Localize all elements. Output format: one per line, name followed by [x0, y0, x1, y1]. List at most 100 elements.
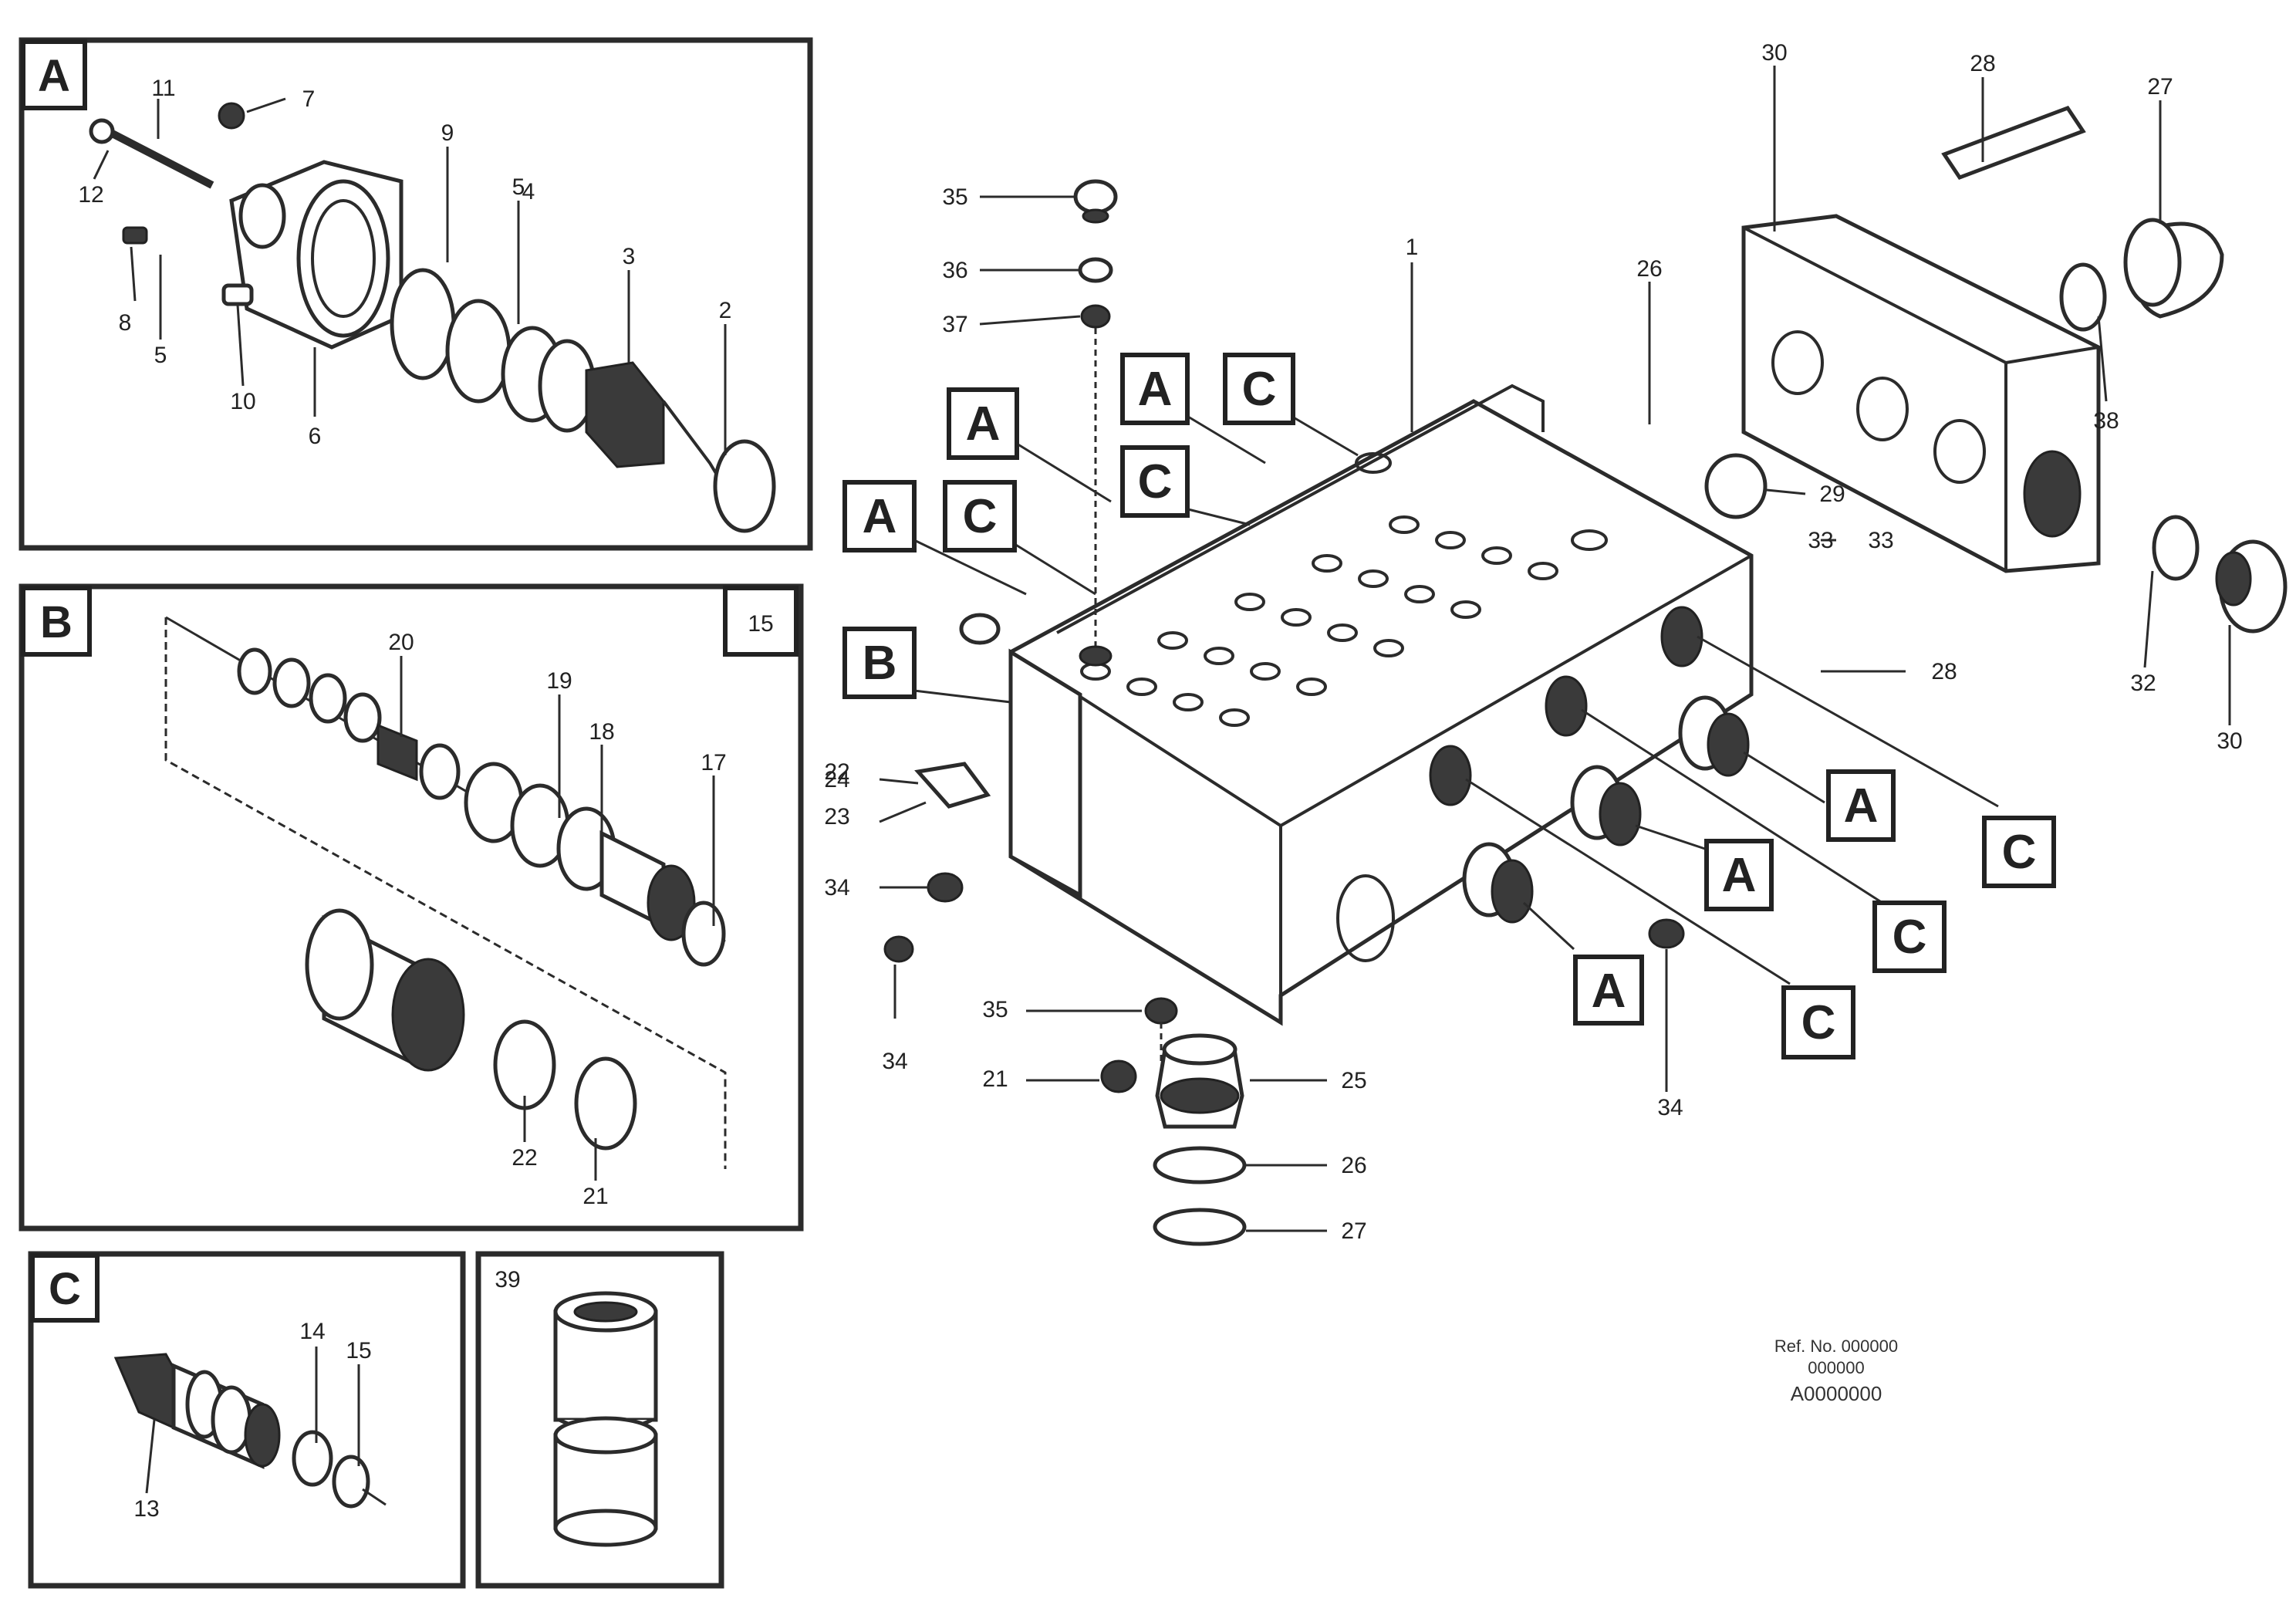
callout-label: 11	[151, 76, 175, 101]
panel-a-parts	[89, 102, 776, 533]
callout-label: 38	[2093, 408, 2119, 434]
svg-text:C: C	[963, 490, 998, 543]
svg-text:A: A	[1592, 965, 1626, 1018]
callout-label: 37	[942, 312, 967, 337]
main-tags: A A A C C	[842, 353, 2056, 1059]
callout-label: 21	[582, 1184, 608, 1209]
svg-text:A: A	[966, 397, 1001, 451]
callout-label: 9	[441, 120, 454, 146]
top-plug-stack	[1073, 179, 1118, 667]
callout-label: 34	[824, 875, 849, 901]
callout-label: 30	[1761, 40, 1787, 66]
callout-label: 33	[1808, 528, 1833, 553]
callout-label: 5	[154, 343, 167, 368]
panel-c-leaders	[145, 1347, 360, 1494]
tag-a: A	[1635, 824, 1774, 911]
panel-39-label: 39	[495, 1267, 520, 1293]
callout-label: 24	[824, 767, 849, 792]
side-ports	[1336, 606, 1750, 962]
tag-c: C	[1223, 353, 1359, 457]
callout-label: 17	[701, 750, 726, 776]
callout-label: 18	[589, 719, 614, 745]
callout-label: 6	[309, 424, 322, 449]
svg-text:C: C	[1801, 996, 1836, 1049]
svg-text:A: A	[1844, 779, 1879, 833]
panel-b-parts	[164, 616, 727, 1169]
panel-b-labels: 20 19 18 17 22 21	[388, 630, 726, 1209]
tag-c: C	[1120, 445, 1251, 526]
panel-a-leaders	[93, 97, 727, 455]
callout-label: 29	[1819, 482, 1845, 507]
tag-c: C	[943, 480, 1096, 596]
callout-label: 22	[824, 759, 849, 785]
callout-label: 3	[623, 244, 636, 269]
svg-text:C: C	[2002, 826, 2037, 879]
panel-b-corner-label: 15	[748, 611, 773, 637]
panel-b-letter: B	[40, 597, 73, 647]
callout-label: 4	[522, 179, 535, 204]
callout-label: 26	[1341, 1153, 1366, 1178]
svg-text:A: A	[1722, 849, 1757, 902]
panel-c-parts	[113, 1353, 387, 1509]
callout-label: 27	[2147, 74, 2173, 100]
detail-panel-39: 39	[475, 1251, 724, 1589]
end-cover-assembly	[1704, 105, 2288, 634]
callout-label: 5	[512, 174, 525, 200]
tag-a: A	[1743, 751, 1896, 842]
callout-label: 28	[1931, 659, 1957, 684]
svg-text:A: A	[863, 490, 897, 543]
tag-c: C	[1581, 708, 1947, 973]
callout-label: 30	[2217, 728, 2242, 754]
callout-label: 7	[302, 86, 316, 112]
reference-line-2: 000000	[1808, 1358, 1864, 1377]
svg-text:A: A	[1138, 363, 1173, 416]
callout-label: 2	[719, 298, 732, 323]
callout-label: 27	[1341, 1218, 1366, 1244]
callout-label: 1	[1406, 235, 1419, 260]
callout-label: 8	[119, 310, 132, 336]
tag-a: A	[842, 480, 1027, 596]
panel-b-leaders	[400, 656, 715, 1181]
callout-label: 25	[1341, 1068, 1366, 1093]
detail-panel-b: B 15	[19, 583, 804, 1232]
callout-label: 32	[2130, 671, 2156, 696]
callout-label: 15	[346, 1338, 371, 1363]
callout-label: 12	[78, 182, 103, 208]
callout-label: 33	[1868, 528, 1893, 553]
tag-a: A	[947, 387, 1112, 503]
callout-label: 34	[1657, 1095, 1683, 1120]
reference-code: A0000000	[1791, 1382, 1882, 1405]
callout-label: 28	[1970, 51, 1995, 76]
callout-label: 26	[1636, 256, 1662, 282]
svg-text:B: B	[863, 637, 897, 690]
main-valve-assembly: 35 36 37 1 30 28 27 38 24 26 23 22 21 34…	[824, 40, 2288, 1246]
panel-39-parts	[553, 1291, 658, 1547]
callout-label: 34	[882, 1049, 907, 1074]
detail-panel-a: A	[19, 37, 813, 551]
tag-c: C	[1697, 635, 2056, 888]
callout-label: 21	[982, 1066, 1008, 1092]
tag-a: A	[1120, 353, 1266, 465]
top-ports	[1080, 452, 1608, 727]
callout-label: 20	[388, 630, 414, 655]
panel-c-letter: C	[49, 1264, 81, 1314]
callout-label: 19	[546, 668, 572, 694]
panel-a-labels: 11 12 7 8 5 9 5 10 6 4 3 2	[78, 76, 731, 449]
callout-label: 35	[982, 997, 1008, 1022]
reference-block: Ref. No. 000000 000000 A0000000	[1774, 1336, 1898, 1405]
svg-text:C: C	[1242, 363, 1277, 416]
callout-label: 35	[942, 184, 967, 210]
main-leaders	[879, 66, 2231, 1232]
tag-b: B	[842, 627, 1011, 704]
callout-label: 13	[133, 1496, 159, 1522]
left-small-parts	[883, 613, 1001, 1019]
svg-text:C: C	[1893, 911, 1927, 964]
tag-c: C	[1465, 778, 1855, 1059]
reference-line-1: Ref. No. 000000	[1774, 1336, 1898, 1356]
panel-a-letter: A	[38, 51, 70, 101]
callout-label: 22	[512, 1145, 537, 1171]
tag-a: A	[1522, 901, 1644, 1026]
panel-c-labels: 14 15 13	[133, 1319, 371, 1522]
callout-label: 14	[299, 1319, 325, 1344]
